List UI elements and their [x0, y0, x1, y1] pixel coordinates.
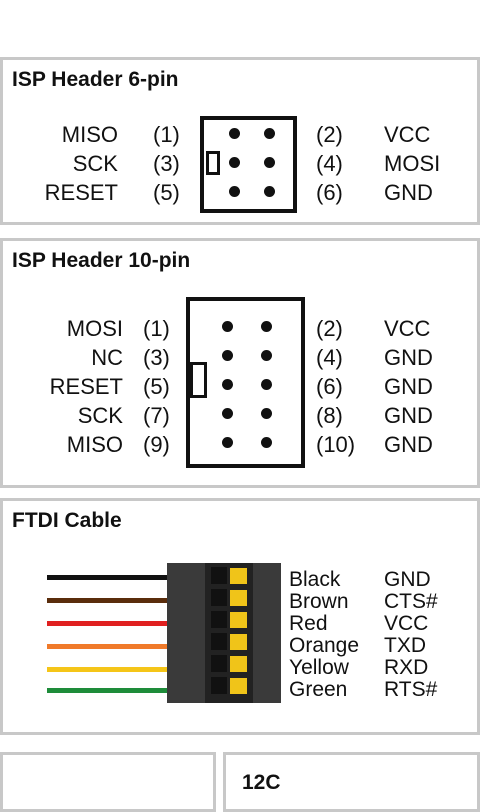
ftdi-wire-green: [47, 688, 172, 693]
isp10-pin-dot: [261, 321, 272, 332]
isp10-pin7-num: (7): [143, 403, 170, 428]
isp10-pin8-num: (8): [316, 403, 343, 428]
isp10-pin5-num: (5): [143, 374, 170, 399]
isp10-pin10-num: (10): [316, 432, 356, 457]
ftdi-pin: [230, 634, 247, 650]
isp10-pin-dot: [261, 379, 272, 390]
ftdi-color-red: Red: [289, 612, 328, 635]
isp6-pin5-name: RESET: [44, 180, 118, 205]
isp10-pin1-num: (1): [143, 316, 170, 341]
isp10-title: ISP Header 10-pin: [12, 249, 191, 272]
isp10-pin-dot: [222, 321, 233, 332]
isp6-pin-dot: [229, 157, 240, 168]
isp6-pin1-num: (1): [153, 122, 180, 147]
isp6-key-notch: [206, 151, 220, 175]
isp6-pin2-name: VCC: [384, 122, 431, 147]
isp10-pin-dot: [261, 350, 272, 361]
isp6-pin6-name: GND: [384, 180, 433, 205]
ftdi-panel: FTDI Cable Black GND Brown CTS# Red VCC …: [0, 498, 480, 735]
ftdi-signal-rxd: RXD: [384, 656, 429, 679]
ftdi-slot: [211, 633, 227, 650]
isp6-pin2-num: (2): [316, 122, 343, 147]
ftdi-slot: [211, 655, 227, 672]
isp10-pin10-name: GND: [384, 432, 433, 457]
ftdi-pin: [230, 656, 247, 672]
ftdi-wire-yellow: [47, 667, 172, 672]
isp10-pin-dot: [261, 437, 272, 448]
ftdi-wire-red: [47, 621, 172, 626]
isp10-pin6-num: (6): [316, 374, 343, 399]
isp6-pin-dot: [264, 157, 275, 168]
ftdi-title: FTDI Cable: [12, 509, 122, 532]
ftdi-signal-vcc: VCC: [384, 612, 429, 635]
ftdi-signal-cts: CTS#: [384, 590, 438, 613]
isp6-panel: ISP Header 6-pin MISO (1) SCK (3) RESET …: [0, 57, 480, 225]
ftdi-color-black: Black: [289, 568, 341, 591]
isp6-pin4-name: MOSI: [384, 151, 441, 176]
isp6-pin3-num: (3): [153, 151, 180, 176]
isp10-pin6-name: GND: [384, 374, 433, 399]
isp6-pin3-name: SCK: [72, 151, 118, 176]
isp10-pin-dot: [222, 437, 233, 448]
i2c-panel: 12C: [223, 752, 480, 812]
isp10-pin-dot: [222, 350, 233, 361]
isp10-pin3-num: (3): [143, 345, 170, 370]
ftdi-pin: [230, 568, 247, 584]
isp10-pin2-num: (2): [316, 316, 343, 341]
ftdi-signal-gnd: GND: [384, 568, 431, 591]
isp10-pin-dot: [222, 379, 233, 390]
isp10-key-notch: [190, 362, 207, 398]
ftdi-color-yellow: Yellow: [289, 656, 349, 679]
ftdi-pin: [230, 678, 247, 694]
ftdi-slot: [211, 567, 227, 584]
ftdi-signal-txd: TXD: [384, 634, 426, 657]
isp6-pin1-name: MISO: [61, 122, 118, 147]
i2c-title: 12C: [242, 771, 281, 794]
ftdi-slot: [211, 677, 227, 694]
isp10-pin9-num: (9): [143, 432, 170, 457]
isp10-pin9-name: MISO: [66, 432, 123, 457]
isp10-pin2-name: VCC: [384, 316, 431, 341]
isp6-pin-dot: [229, 186, 240, 197]
isp10-pin1-name: MOSI: [66, 316, 123, 341]
isp6-pin-dot: [264, 186, 275, 197]
isp6-pin6-num: (6): [316, 180, 343, 205]
isp10-panel: ISP Header 10-pin MOSI (1) NC (3) RESET …: [0, 238, 480, 488]
isp10-pin4-name: GND: [384, 345, 433, 370]
isp10-pin4-num: (4): [316, 345, 343, 370]
ftdi-pin: [230, 590, 247, 606]
ftdi-color-green: Green: [289, 678, 348, 701]
ftdi-color-brown: Brown: [289, 590, 349, 613]
ftdi-slot: [211, 589, 227, 606]
isp6-pin-dot: [264, 128, 275, 139]
ftdi-pin: [230, 612, 247, 628]
isp6-pin4-num: (4): [316, 151, 343, 176]
ftdi-wire-brown: [47, 598, 172, 603]
isp10-pin-dot: [261, 408, 272, 419]
isp6-pin5-num: (5): [153, 180, 180, 205]
ftdi-color-orange: Orange: [289, 634, 360, 657]
isp10-pin-dot: [222, 408, 233, 419]
isp10-pin7-name: SCK: [77, 403, 123, 428]
bottom-left-panel: [0, 752, 216, 812]
ftdi-wire-orange: [47, 644, 172, 649]
ftdi-slot: [211, 611, 227, 628]
ftdi-signal-rts: RTS#: [384, 678, 438, 701]
isp10-pin8-name: GND: [384, 403, 433, 428]
isp6-title: ISP Header 6-pin: [12, 68, 179, 91]
isp10-pin3-name: NC: [91, 345, 123, 370]
isp6-pin-dot: [229, 128, 240, 139]
ftdi-wire-black: [47, 575, 172, 580]
isp10-pin5-name: RESET: [49, 374, 123, 399]
